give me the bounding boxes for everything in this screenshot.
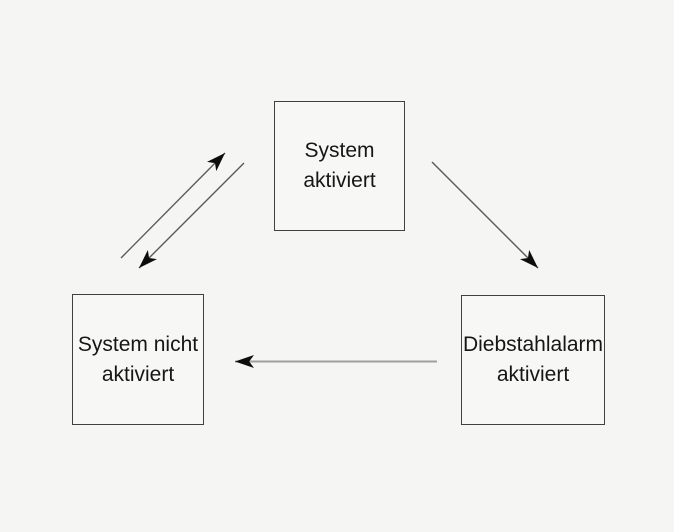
edge-aktiviert-to-nicht-aktiviert-arrow [138, 162, 245, 269]
edge-nicht-aktiviert-to-aktiviert-arrow [120, 152, 226, 259]
state-node-diebstahlalarm-aktiviert: Diebstahlalarm aktiviert [461, 295, 605, 425]
state-label-line: Diebstahlalarm [462, 333, 604, 356]
state-node-system-nicht-aktiviert: System nicht aktiviert [72, 294, 204, 425]
state-label-line: aktiviert [496, 363, 570, 386]
edge-aktiviert-to-diebstahlalarm-arrow [431, 161, 539, 269]
state-label-line: System [304, 139, 375, 162]
state-label-line: aktiviert [101, 362, 175, 386]
state-node-system-aktiviert: System aktiviert [274, 101, 405, 231]
state-label-line: System nicht [77, 332, 199, 356]
state-label-line: aktiviert [303, 169, 376, 192]
